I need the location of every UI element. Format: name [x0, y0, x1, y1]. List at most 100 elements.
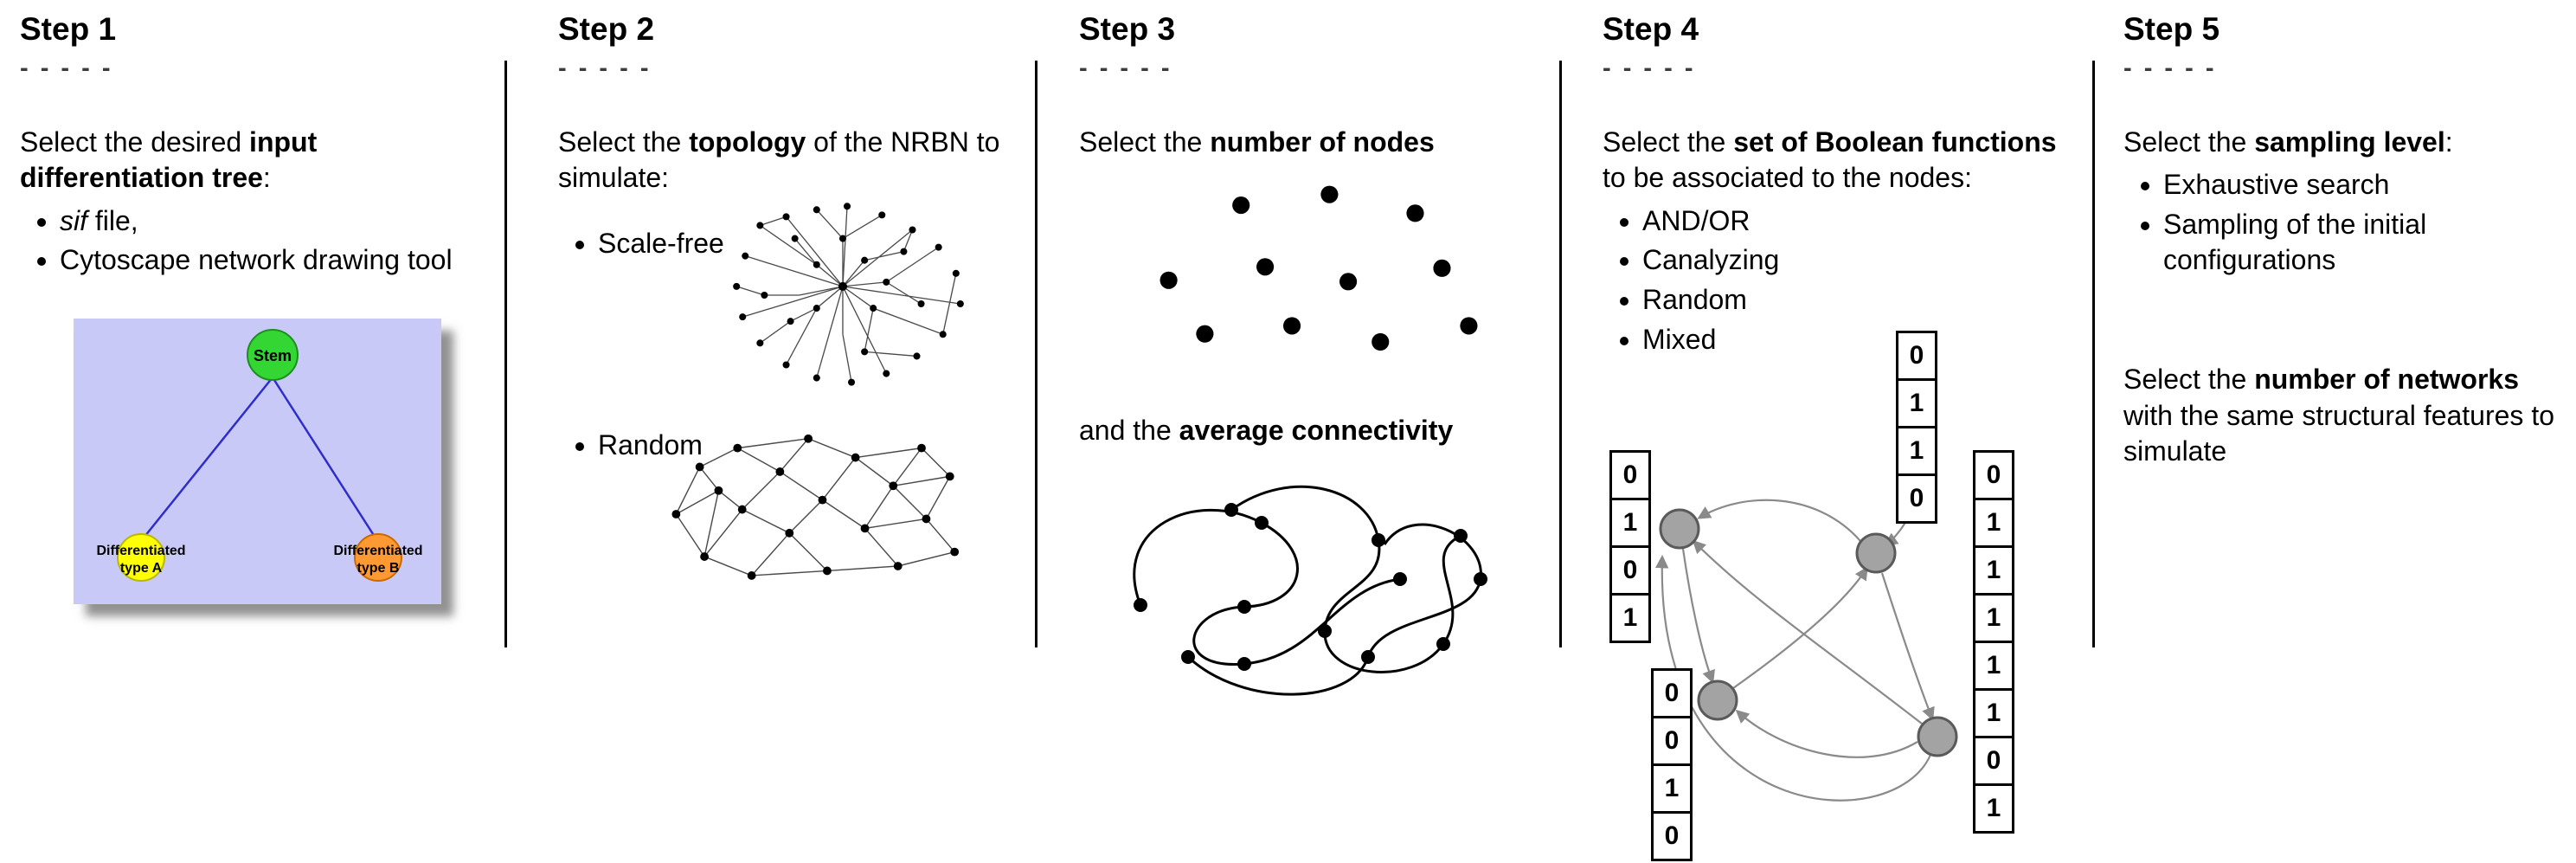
truth-table-cell: 1 — [1651, 763, 1693, 814]
type-b-node — [354, 533, 402, 583]
truth-table-bottom-left: 0 0 1 0 — [1651, 668, 1693, 861]
step-4-title: Step 4 — [1603, 11, 1699, 47]
scale-free-label: Scale-free — [598, 227, 724, 259]
step-5-dashes: - - - - - — [2123, 54, 2217, 82]
boolean-network-svg — [1654, 499, 1958, 802]
truth-table-cell: 0 — [1973, 736, 2014, 786]
step-3-title: Step 3 — [1079, 11, 1176, 47]
step-4-column: Step 4 - - - - - Select the set of Boole… — [1603, 11, 2070, 861]
scale-free-network-illustration — [733, 203, 964, 386]
step-1-column: Step 1 - - - - - Select the desired inpu… — [20, 11, 491, 605]
truth-table-cell: 1 — [1973, 688, 2014, 738]
step-4-bullets: AND/OR Canalyzing Random Mixed — [1603, 203, 2070, 357]
network-arrows — [1654, 499, 1935, 802]
truth-table-cell: 1 — [1973, 545, 2014, 596]
dots — [1160, 185, 1478, 351]
sif-italic: sif — [60, 204, 87, 236]
tangle-dots — [1134, 502, 1487, 671]
cytoscape-label: Cytoscape network drawing tool — [60, 244, 453, 276]
random-network-illustration — [671, 434, 960, 580]
step-5-text2-bold: number of networks — [2254, 364, 2520, 396]
step-3-text2-bold: average connectivity — [1179, 415, 1454, 447]
nodes-dots-illustration — [1160, 185, 1478, 351]
stem-label: Stem — [254, 347, 292, 364]
type-a-node — [117, 533, 165, 583]
truth-table-cell: 0 — [1609, 545, 1651, 596]
step-3-text2-pre: and the — [1079, 415, 1179, 447]
random-edges — [675, 438, 955, 576]
step-2-bullets: Scale-free Random — [558, 226, 1017, 464]
truth-table-cell: 1 — [1896, 378, 1937, 428]
step-5-text-sampling: Select the sampling level: — [2123, 125, 2560, 161]
type-b-label-line1: Differentiated — [333, 544, 422, 558]
node-b — [1855, 532, 1897, 574]
node-c — [1697, 679, 1738, 721]
truth-table-left: 0 1 0 1 — [1609, 450, 1651, 643]
step-4-text-bold: set of Boolean functions — [1733, 126, 2057, 158]
type-a-label-line1: Differentiated — [96, 544, 185, 558]
step-2-text-post: of the NRBN to simulate: — [558, 126, 1000, 194]
scale-free-nodes — [733, 203, 964, 386]
truth-table-cell: 1 — [1896, 426, 1937, 476]
step-3-text-nodes: Select the number of nodes — [1079, 125, 1546, 161]
step-1-text: Select the desired input differentiation… — [20, 125, 491, 196]
step-2-text: Select the topology of the NRBN to simul… — [558, 125, 1017, 196]
step-4-text: Select the set of Boolean functions to b… — [1603, 125, 2070, 196]
step-3-text1-bold: number of nodes — [1210, 126, 1435, 158]
bullet-sif-file: sif file, — [60, 203, 491, 240]
step-5-bullets: Exhaustive search Sampling of the initia… — [2123, 167, 2560, 279]
canalyzing-label: Canalyzing — [1642, 244, 1780, 276]
mixed-label: Mixed — [1642, 323, 1717, 355]
connectivity-tangle-illustration — [1133, 485, 1487, 696]
sampling-label: Sampling of the initial configurations — [2163, 208, 2427, 276]
step-5-text2-pre: Select the — [2123, 364, 2255, 396]
stem-node — [247, 329, 299, 382]
truth-table-right: 0 1 1 1 1 1 0 1 — [1973, 450, 2014, 834]
bullet-exhaustive: Exhaustive search — [2163, 167, 2560, 203]
column-divider — [1035, 61, 1037, 647]
step-5-text-networks: Select the number of networks with the s… — [2123, 362, 2560, 470]
truth-table-cell: 1 — [1609, 593, 1651, 643]
bullet-sampling: Sampling of the initial configurations — [2163, 207, 2560, 279]
truth-table-cell: 0 — [1609, 450, 1651, 500]
step-5-text1-post: : — [2444, 126, 2453, 158]
truth-table-cell: 0 — [1651, 668, 1693, 718]
truth-table-cell: 1 — [1973, 641, 2014, 691]
step-2-text-pre: Select the — [558, 126, 690, 158]
node-a — [1659, 508, 1700, 550]
sif-rest: file, — [87, 204, 138, 236]
step-4-dashes: - - - - - — [1603, 54, 1696, 82]
column-divider — [2092, 61, 2095, 647]
step-1-dashes: - - - - - — [20, 54, 113, 82]
step-2-text-bold: topology — [689, 126, 806, 158]
truth-table-top: 0 1 1 0 — [1896, 331, 1937, 524]
truth-table-cell: 0 — [1651, 811, 1693, 861]
step-5-title: Step 5 — [2123, 11, 2220, 47]
step-3-dashes: - - - - - — [1079, 54, 1172, 82]
differentiation-tree-svg: Stem Differentiated type A Differentiate… — [74, 319, 441, 605]
bullet-random: Random — [598, 428, 1017, 464]
step-4-text-post: to be associated to the nodes: — [1603, 162, 1972, 194]
type-a-label-line2: type A — [120, 561, 163, 576]
bullet-canalyzing: Canalyzing — [1642, 242, 2070, 279]
truth-table-cell: 0 — [1973, 450, 2014, 500]
truth-table-cell: 0 — [1896, 331, 1937, 381]
step-1-bullets: sif file, Cytoscape network drawing tool — [20, 203, 491, 279]
column-divider — [1559, 61, 1562, 647]
step-2-dashes: - - - - - — [558, 54, 652, 82]
step-2-column: Step 2 - - - - - Select the topology of … — [558, 11, 1017, 580]
step-3-text-connectivity: and the average connectivity — [1079, 413, 1546, 449]
step-5-column: Step 5 - - - - - Select the sampling lev… — [2123, 11, 2560, 470]
type-b-label-line2: type B — [357, 561, 400, 576]
column-divider — [504, 61, 507, 647]
random-label: Random — [598, 429, 703, 461]
truth-table-cell: 0 — [1651, 716, 1693, 766]
truth-table-cell: 0 — [1896, 473, 1937, 524]
step-4-text-pre: Select the — [1603, 126, 1734, 158]
bullet-and-or: AND/OR — [1642, 203, 2070, 240]
truth-table-cell: 1 — [1973, 593, 2014, 643]
step-5-text1-pre: Select the — [2123, 126, 2255, 158]
step-3-column: Step 3 - - - - - Select the number of no… — [1079, 11, 1546, 709]
network-nodes — [1659, 508, 1958, 757]
